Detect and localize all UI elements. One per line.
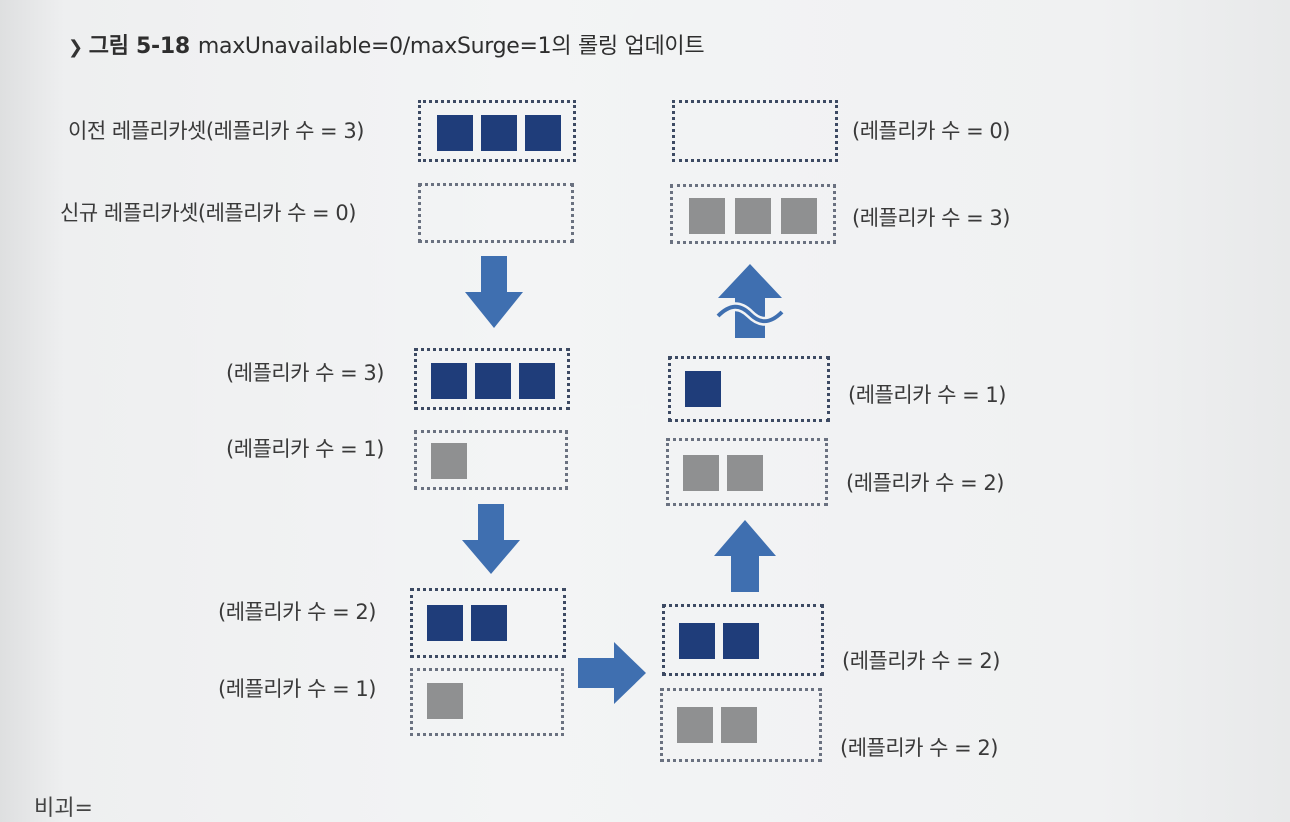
new-pod <box>781 198 817 234</box>
right-step1-old-label: (레플리카 수 = 2) <box>842 649 1000 673</box>
right-arrow-icon <box>578 642 646 704</box>
old-pod <box>519 363 555 399</box>
new-pod <box>683 455 719 491</box>
down-arrow-icon <box>462 504 520 574</box>
right-step2-old-label: (레플리카 수 = 1) <box>848 383 1006 407</box>
right-final-new-label: (레플리카 수 = 3) <box>852 206 1010 230</box>
new-pod <box>427 683 463 719</box>
old-pod <box>471 605 507 641</box>
right-final-old-label: (레플리카 수 = 0) <box>852 119 1010 143</box>
new-pod <box>735 198 771 234</box>
new-pod <box>431 443 467 479</box>
old-pod <box>437 115 473 151</box>
right-new-box-step2 <box>666 438 828 506</box>
up-arrow-omitted-icon <box>716 264 784 338</box>
right-old-box-final <box>672 100 838 162</box>
step3-old-label: (레플리카 수 = 2) <box>218 600 376 624</box>
old-replicaset-box-step1 <box>418 100 576 162</box>
old-pod <box>481 115 517 151</box>
step2-new-label: (레플리카 수 = 1) <box>226 437 384 461</box>
down-arrow-icon <box>465 256 523 328</box>
new-replicaset-box-step2 <box>414 430 568 490</box>
old-pod <box>475 363 511 399</box>
old-replicaset-label: 이전 레플리카셋(레플리카 수 = 3) <box>68 119 364 143</box>
up-arrow-icon <box>714 520 776 592</box>
new-pod <box>689 198 725 234</box>
old-pod <box>679 623 715 659</box>
chevron-down-icon: ❯ <box>68 37 83 58</box>
footer-fragment: 비괴= <box>34 796 93 821</box>
new-pod <box>727 455 763 491</box>
new-pod <box>721 707 757 743</box>
right-step2-new-label: (레플리카 수 = 2) <box>846 471 1004 495</box>
step2-old-label: (레플리카 수 = 3) <box>226 361 384 385</box>
step3-new-label: (레플리카 수 = 1) <box>218 677 376 701</box>
figure-caption: ❯그림 5-18 maxUnavailable=0/maxSurge=1의 롤링 … <box>68 28 705 60</box>
old-pod <box>427 605 463 641</box>
right-old-box-step2 <box>668 356 830 422</box>
new-replicaset-label: 신규 레플리카셋(레플리카 수 = 0) <box>60 201 356 225</box>
right-new-box-step1 <box>660 688 822 762</box>
new-replicaset-box-step1 <box>418 183 574 243</box>
figure-title: maxUnavailable=0/maxSurge=1의 롤링 업데이트 <box>197 34 705 59</box>
old-pod <box>723 623 759 659</box>
new-pod <box>677 707 713 743</box>
old-replicaset-box-step2 <box>414 348 570 410</box>
right-step1-new-label: (레플리카 수 = 2) <box>840 736 998 760</box>
old-pod <box>525 115 561 151</box>
right-new-box-final <box>670 184 836 244</box>
old-replicaset-box-step3 <box>410 588 566 658</box>
new-replicaset-box-step3 <box>410 668 564 736</box>
right-old-box-step1 <box>662 604 824 676</box>
old-pod <box>685 371 721 407</box>
figure-number: 그림 5-18 <box>88 34 190 59</box>
old-pod <box>431 363 467 399</box>
